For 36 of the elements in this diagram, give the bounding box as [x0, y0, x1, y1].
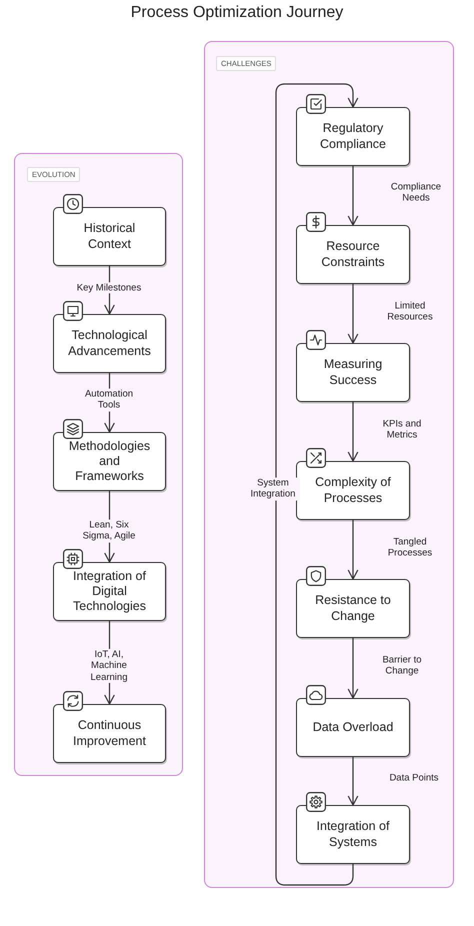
process-box — [53, 314, 166, 373]
process-box — [296, 461, 410, 520]
arrow — [348, 638, 358, 699]
process-box — [296, 343, 410, 402]
edge-label: Data Points — [388, 772, 440, 784]
node-label: Regulatory Compliance — [318, 121, 387, 152]
group-panel — [14, 153, 183, 776]
arrow — [348, 284, 358, 344]
process-box — [296, 579, 410, 638]
node-label: Methodologies and Frameworks — [68, 438, 152, 484]
arrow — [275, 83, 358, 886]
node-label: Complexity of Processes — [314, 475, 392, 506]
node-label: Technological Advancements — [67, 328, 152, 359]
node-label: Resource Constraints — [320, 239, 386, 270]
process-box — [53, 562, 166, 621]
node-label: Historical Context — [82, 221, 136, 252]
node-label: Measuring Success — [322, 357, 384, 388]
process-box — [296, 698, 410, 757]
process-box — [296, 107, 410, 166]
edge-label: Key Milestones — [76, 282, 142, 294]
process-box — [53, 432, 166, 491]
node-label: Integration of Systems — [316, 819, 390, 850]
node-label: Continuous Improvement — [72, 718, 147, 749]
node-label: Integration of Digital Technologies — [72, 568, 147, 614]
process-box — [53, 704, 166, 763]
arrow — [348, 520, 358, 580]
process-box — [296, 805, 410, 864]
arrow — [348, 402, 358, 462]
arrow — [348, 166, 358, 226]
diagram-title: Process Optimization Journey — [130, 3, 344, 22]
process-box — [53, 207, 166, 266]
node-label: Data Overload — [312, 720, 394, 736]
node-label: Resistance to Change — [314, 593, 392, 624]
process-box — [296, 225, 410, 284]
arrow — [348, 757, 358, 806]
group-panel — [204, 41, 454, 888]
